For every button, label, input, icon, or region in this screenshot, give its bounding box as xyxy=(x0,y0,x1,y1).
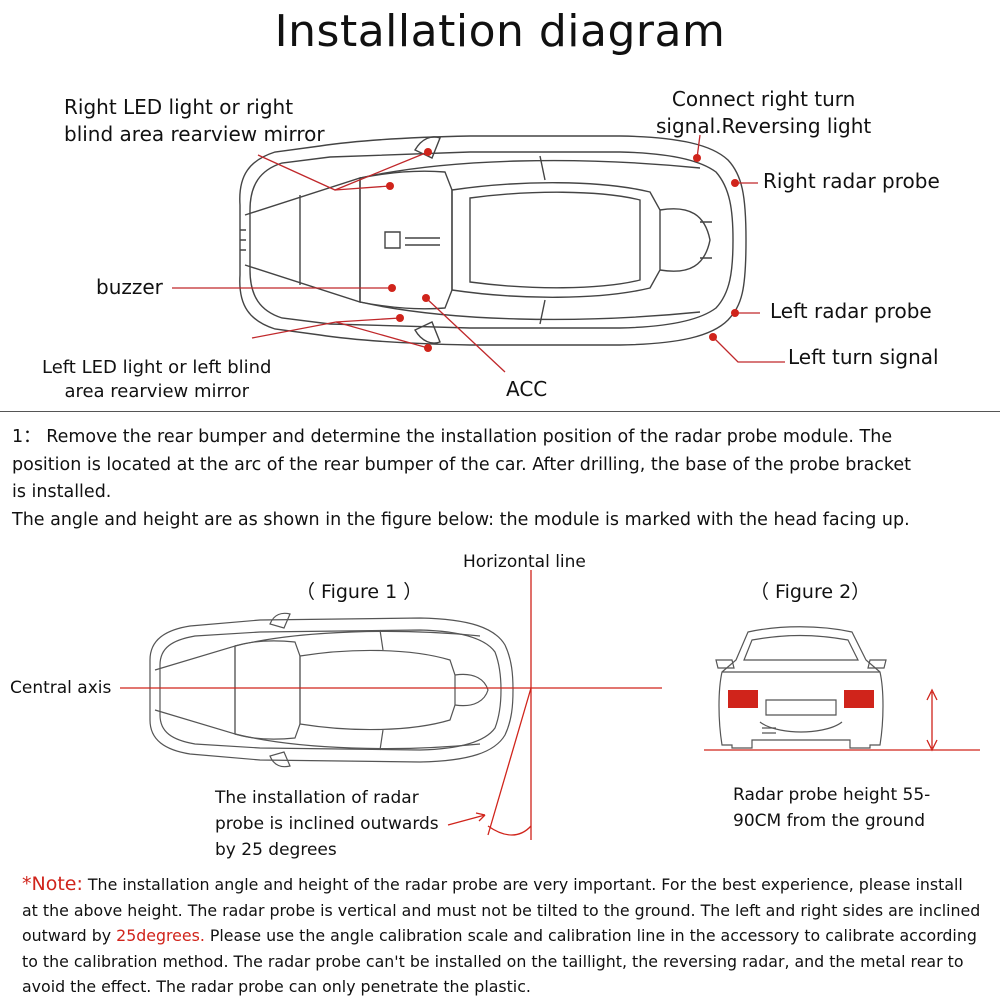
label-right-led-line2: blind area rearview mirror xyxy=(64,122,325,146)
incline-text-line1: The installation of radar xyxy=(215,788,419,808)
buzzer-dot xyxy=(388,284,396,292)
incline-line xyxy=(487,687,532,836)
figure2-car-outline xyxy=(715,626,887,749)
angle-arc xyxy=(487,825,532,836)
left-radar-probe-marker xyxy=(728,690,758,708)
label-right-radar: Right radar probe xyxy=(763,169,940,193)
figure1-car-outline xyxy=(149,612,514,768)
step1-line-2: position is located at the arc of the re… xyxy=(12,454,911,475)
step1-line-1: 1： Remove the rear bumper and determine … xyxy=(12,427,893,447)
label-acc: ACC xyxy=(506,377,548,401)
label-left-radar: Left radar probe xyxy=(770,299,932,323)
figure2-radar-probes xyxy=(728,690,874,708)
note-highlight: 25degrees. xyxy=(116,926,205,945)
note-text-part1: The installation angle and height of the… xyxy=(22,875,981,945)
acc-dot xyxy=(422,294,430,302)
incline-description: The installation of radar probe is incli… xyxy=(215,785,439,863)
label-right-led-line1: Right LED light or right xyxy=(64,95,294,119)
incline-text-line3: by 25 degrees xyxy=(215,840,337,860)
right-radar-probe-marker xyxy=(844,690,874,708)
left-led-dot xyxy=(396,314,404,322)
height-text-line2: 90CM from the ground xyxy=(733,811,925,831)
right-radar-dot xyxy=(731,179,739,187)
right-turn-dot xyxy=(693,154,701,162)
incline-text-line2: probe is inclined outwards xyxy=(215,814,439,834)
left-mirror-dot xyxy=(424,344,432,352)
label-left-led-line1: Left LED light or left blind xyxy=(42,357,272,378)
label-right-turn-line2: signal.Reversing light xyxy=(656,114,872,138)
top-car-diagram xyxy=(172,134,785,373)
height-description: Radar probe height 55- 90CM from the gro… xyxy=(733,782,930,834)
label-left-led-line2: area rearview mirror xyxy=(64,381,250,402)
horizontal-line-label: Horizontal line xyxy=(463,552,586,572)
note-text-part2: Please use the angle calibration scale a… xyxy=(22,926,977,996)
label-right-turn-line1: Connect right turn xyxy=(671,87,856,111)
height-text-line1: Radar probe height 55- xyxy=(733,785,931,805)
figure2-caption: （ Figure 2） xyxy=(750,581,871,603)
label-right-led: Right LED light or right blind area rear… xyxy=(64,94,325,148)
right-mirror-dot xyxy=(424,148,432,156)
incline-arrow xyxy=(447,814,486,826)
top-marker-dots xyxy=(386,148,739,352)
figure1-caption: （ Figure 1 ） xyxy=(296,581,423,603)
note-prefix: *Note: xyxy=(22,873,83,895)
label-buzzer: buzzer xyxy=(96,275,163,299)
label-left-turn: Left turn signal xyxy=(788,345,939,369)
step1-line-4: The angle and height are as shown in the… xyxy=(12,509,910,530)
page-title: Installation diagram xyxy=(274,6,726,57)
right-led-dot xyxy=(386,182,394,190)
left-radar-dot xyxy=(731,309,739,317)
step1-instructions: 1： Remove the rear bumper and determine … xyxy=(12,424,992,534)
top-car-outline xyxy=(239,135,747,346)
step1-line-3: is installed. xyxy=(12,482,112,502)
label-right-turn: Connect right turn signal.Reversing ligh… xyxy=(656,86,871,140)
central-axis-label: Central axis xyxy=(10,678,112,698)
label-left-led: Left LED light or left blind area rearvi… xyxy=(42,356,271,404)
figure2-height-indicator xyxy=(704,688,980,752)
left-turn-dot xyxy=(709,333,717,341)
section-divider xyxy=(0,411,1000,412)
important-note: *Note: The installation angle and height… xyxy=(22,872,982,1000)
top-leader-lines xyxy=(172,134,785,373)
